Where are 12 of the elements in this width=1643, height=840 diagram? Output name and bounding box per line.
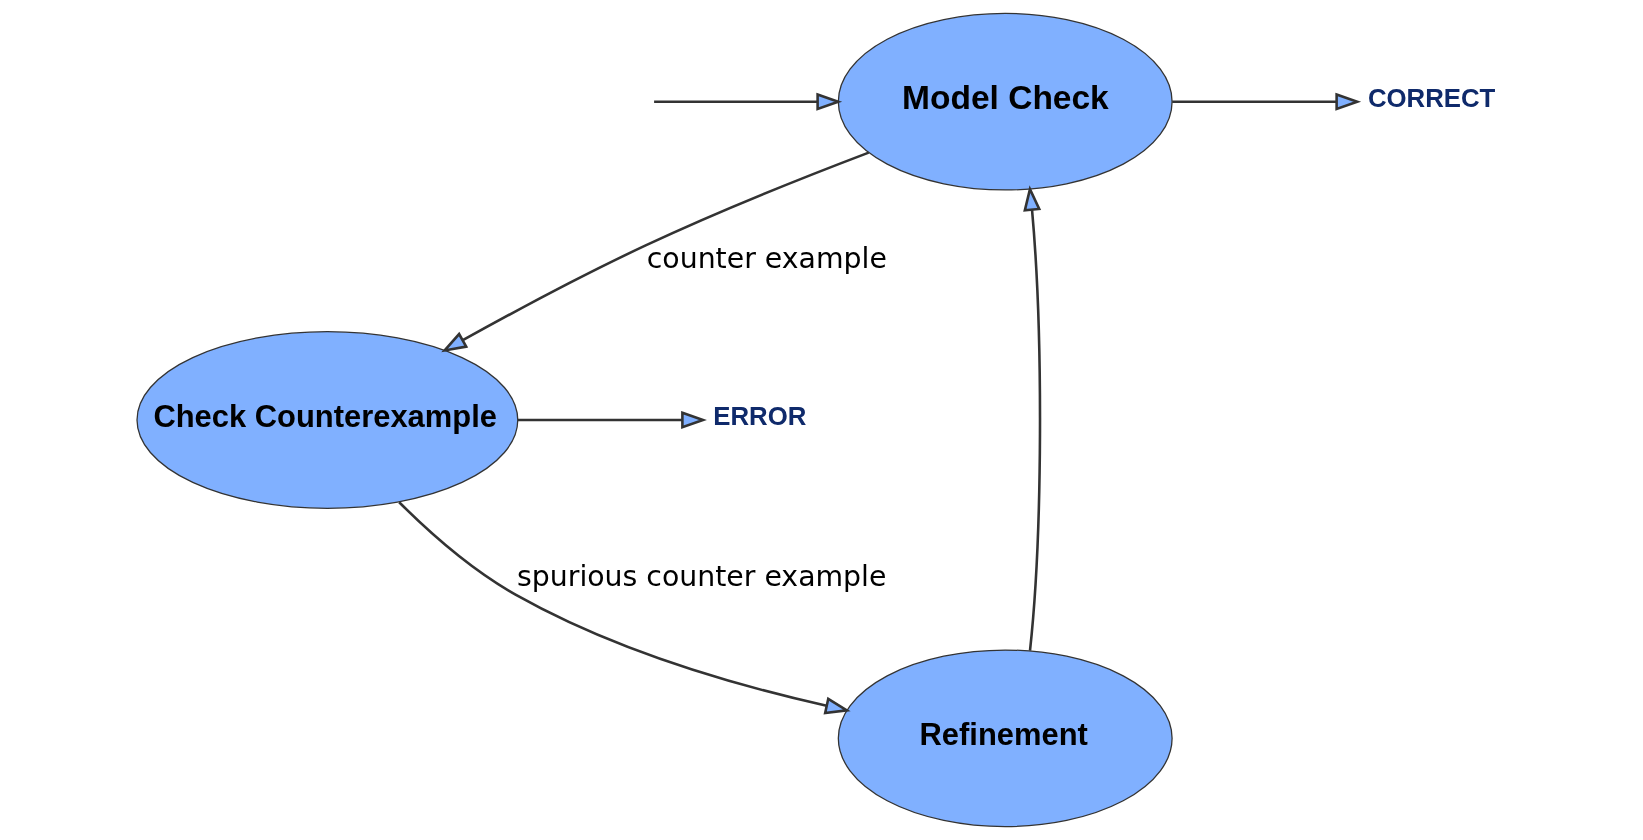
arrow [1172, 92, 1362, 111]
edge-label: spurious counter example [517, 560, 887, 594]
node-text: CORRECT [1367, 83, 1496, 112]
edge-label: counter example [646, 242, 887, 276]
node-ellipse: Refinement [837, 649, 1173, 828]
arrow [1023, 185, 1042, 651]
arrow [654, 92, 843, 111]
arrow [517, 410, 707, 430]
arrow [441, 151, 870, 353]
arrow [398, 501, 851, 715]
node-ellipse: Model Check [837, 12, 1173, 191]
node-text: ERROR [713, 402, 807, 431]
